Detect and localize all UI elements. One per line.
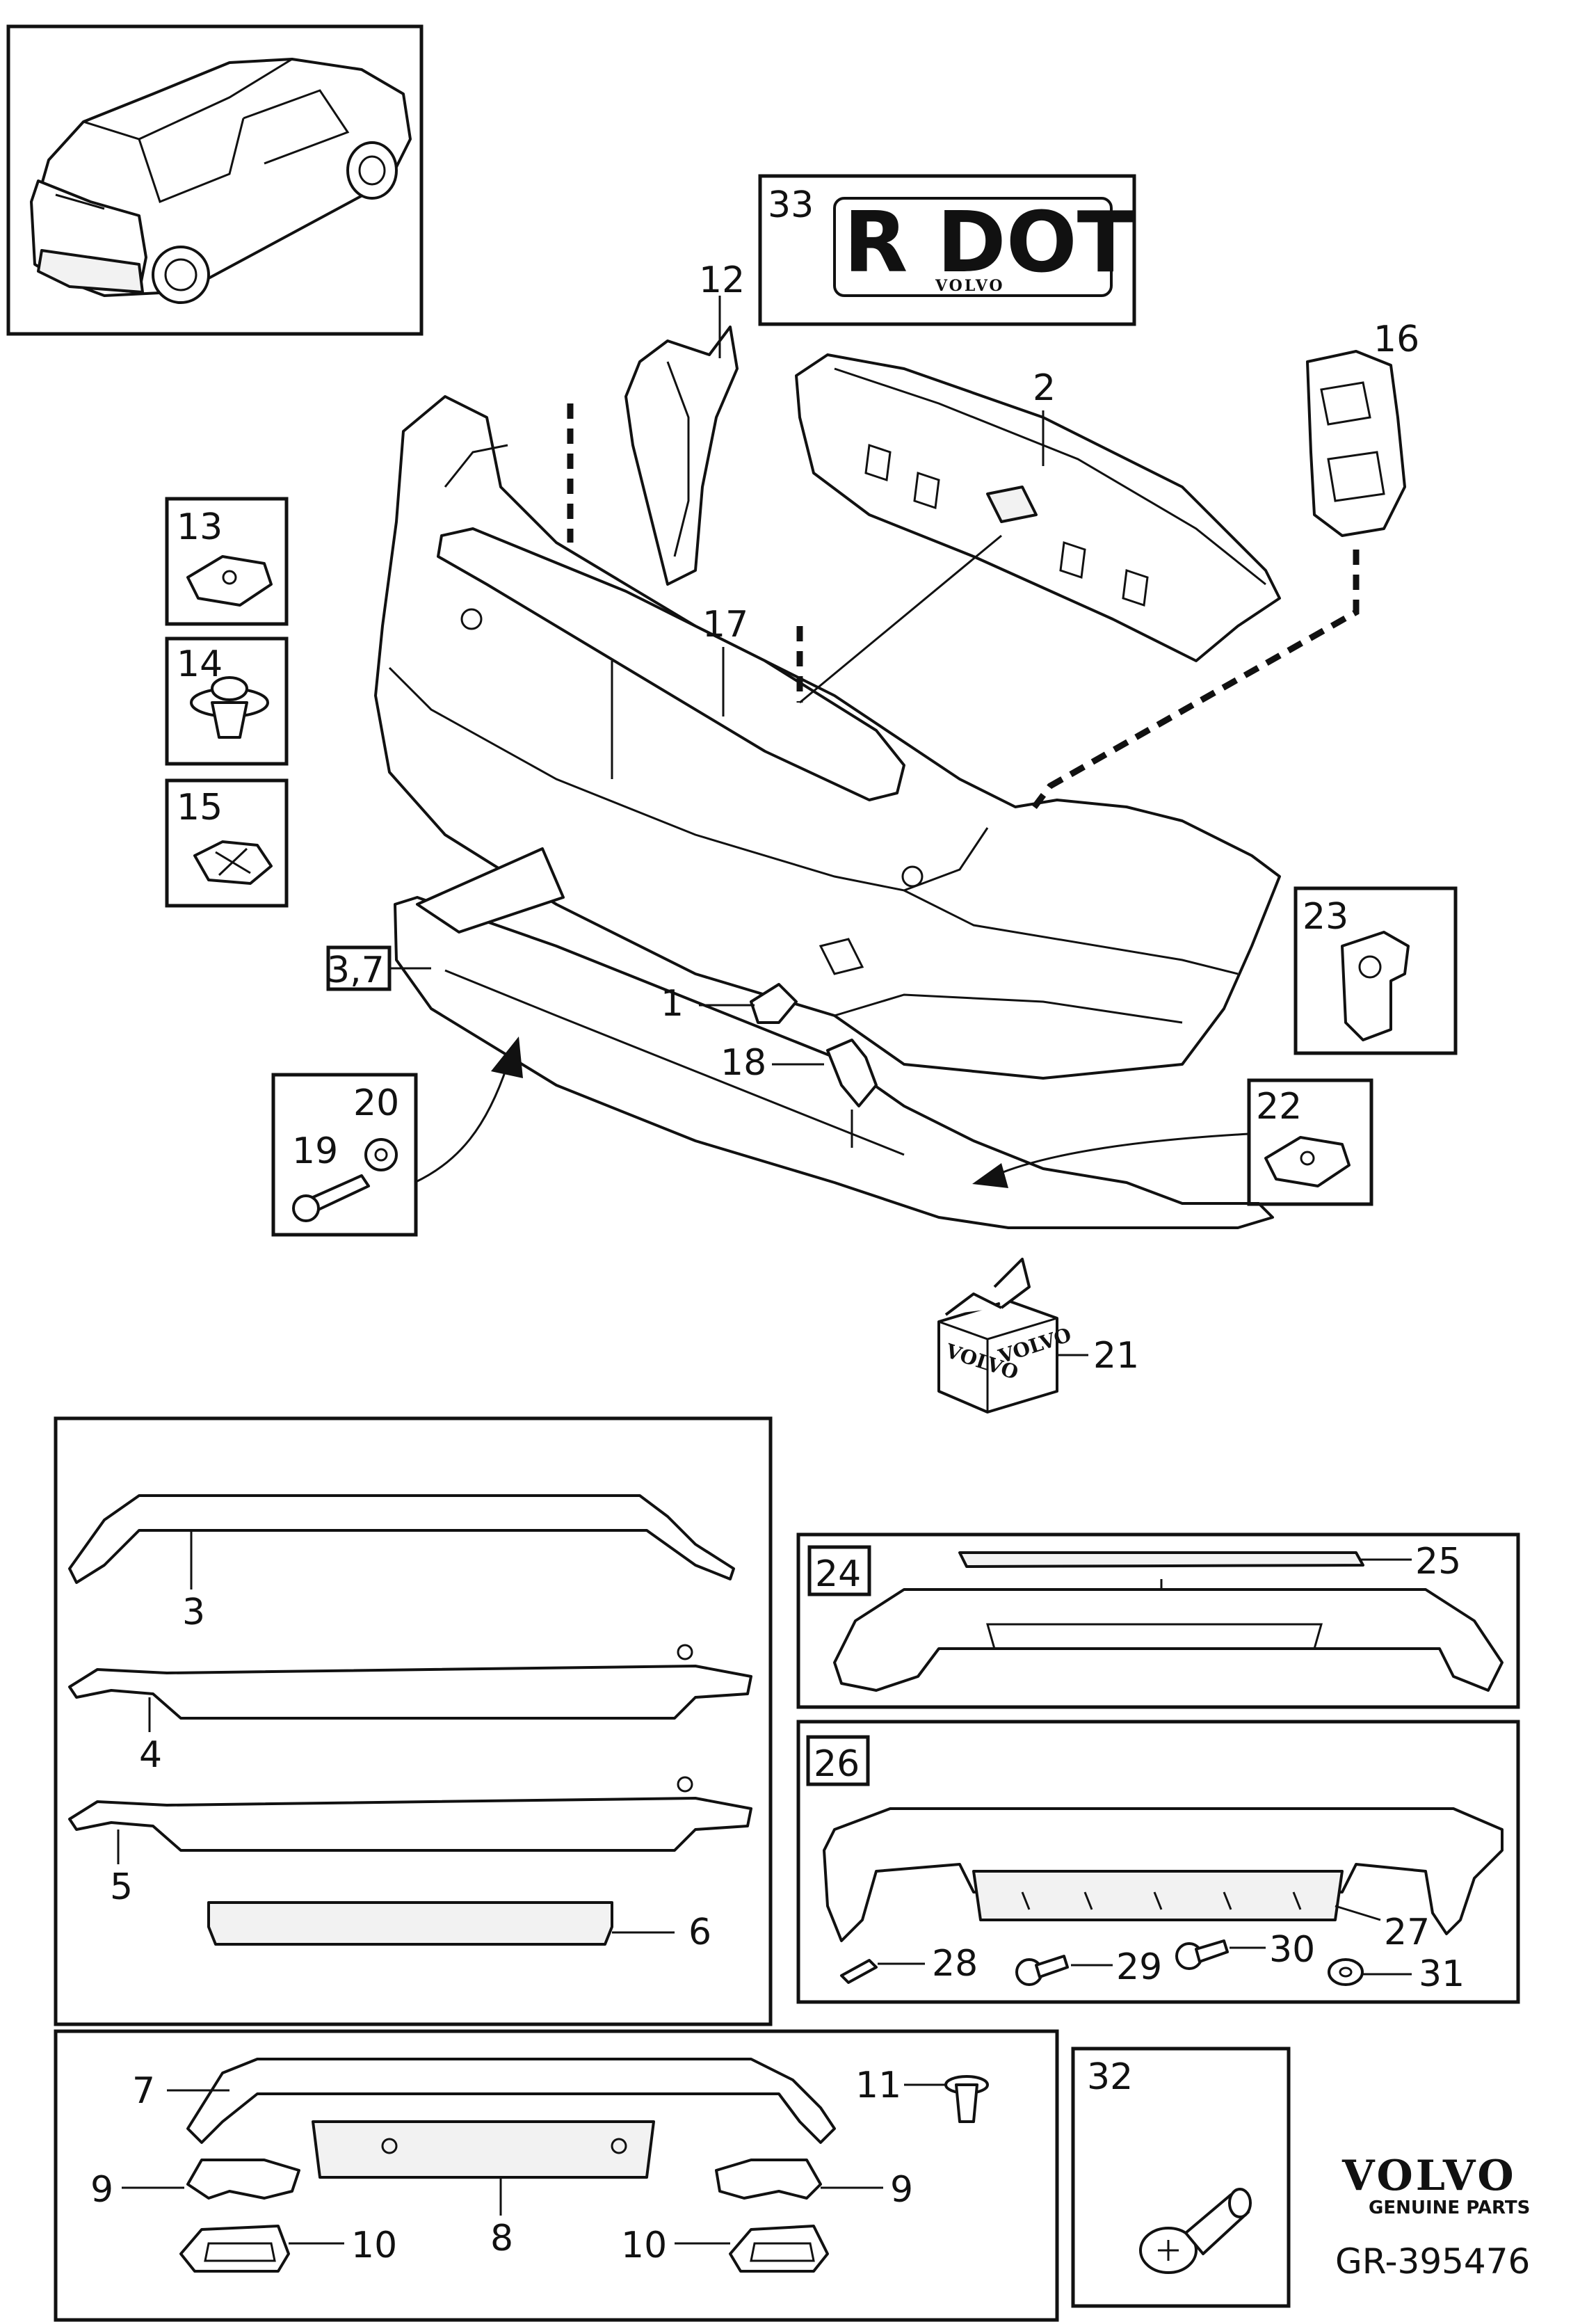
callout-12: 12	[699, 259, 745, 301]
callout-9-right: 9	[890, 2169, 913, 2211]
reinforcement-2	[795, 353, 1281, 662]
arrows	[414, 1036, 1250, 1188]
callout-7: 7	[132, 2070, 155, 2112]
callout-19: 19	[292, 1130, 338, 1172]
callout-9-left: 9	[90, 2169, 113, 2211]
clip-box-15: 15	[165, 778, 289, 908]
callout-21: 21	[1093, 1335, 1139, 1377]
sensor-box-23: 23	[1293, 886, 1458, 1055]
variant-panel-24: 24 25	[796, 1532, 1520, 1709]
callout-4: 4	[139, 1734, 162, 1776]
kit-box-21: VOLVO VOLVO	[937, 1258, 1088, 1414]
callout-20: 20	[353, 1082, 399, 1124]
assembly-lines	[567, 403, 1360, 816]
callout-18: 18	[720, 1042, 766, 1084]
callout-27: 27	[1384, 1912, 1430, 1953]
callout-32: 32	[1087, 2056, 1133, 2098]
brand-block: VOLVO GENUINE PARTS GR-395476	[1335, 2152, 1530, 2282]
callout-25: 25	[1415, 1541, 1461, 1583]
callout-10-right: 10	[621, 2225, 667, 2266]
callout-3-7: 3,7	[327, 950, 385, 991]
callout-15: 15	[177, 787, 223, 828]
bracket-12	[624, 296, 739, 586]
callout-31: 31	[1419, 1953, 1465, 1995]
callout-22: 22	[1256, 1086, 1302, 1128]
plate-group: 33 R DOT VOLVO	[758, 174, 1136, 326]
callout-8: 8	[490, 2218, 513, 2259]
callout-5: 5	[110, 1866, 133, 1908]
brand-subtitle: GENUINE PARTS	[1369, 2197, 1530, 2218]
callout-3: 3	[182, 1592, 205, 1633]
callout-13: 13	[177, 506, 223, 548]
plate-text: R DOT	[844, 195, 1134, 291]
callout-1: 1	[661, 983, 684, 1025]
tow-cap-1	[699, 983, 798, 1024]
clip-box-13: 13	[165, 497, 289, 626]
figure-code: GR-395476	[1335, 2241, 1530, 2282]
plate-subtext: VOLVO	[935, 277, 1005, 295]
variants-panel-7-11: 7 8 9 9 10 10 11	[54, 2029, 1059, 2322]
screw-box-19-20: 20 19	[271, 1073, 418, 1237]
variant-panel-26: 26 27 28 29 30 31	[796, 1720, 1520, 2004]
callout-2: 2	[1033, 367, 1056, 409]
callout-23: 23	[1303, 896, 1348, 938]
clip-box-22: 22	[1247, 1078, 1373, 1206]
callout-16: 16	[1373, 319, 1419, 360]
callout-24: 24	[815, 1553, 861, 1595]
callout-26: 26	[814, 1743, 860, 1785]
clip-box-14: 14	[165, 636, 289, 766]
callout-28: 28	[932, 1943, 978, 1985]
bracket-16	[1306, 350, 1406, 537]
bolt-panel-32: 32	[1071, 2047, 1291, 2308]
variants-panel-3-6: 3 4 5 6	[54, 1416, 773, 2026]
callout-33: 33	[768, 184, 814, 226]
callout-17: 17	[702, 604, 748, 646]
callout-10-left: 10	[351, 2225, 397, 2266]
callout-30: 30	[1269, 1929, 1315, 1971]
brand-logo: VOLVO	[1341, 2152, 1517, 2200]
callout-14: 14	[177, 643, 223, 685]
callout-11: 11	[855, 2065, 901, 2106]
bracket-18	[772, 1039, 878, 1148]
vehicle-thumbnail	[6, 24, 424, 336]
callout-6: 6	[688, 1912, 711, 1953]
trim-strip-17	[437, 527, 905, 801]
callout-29: 29	[1116, 1946, 1162, 1988]
